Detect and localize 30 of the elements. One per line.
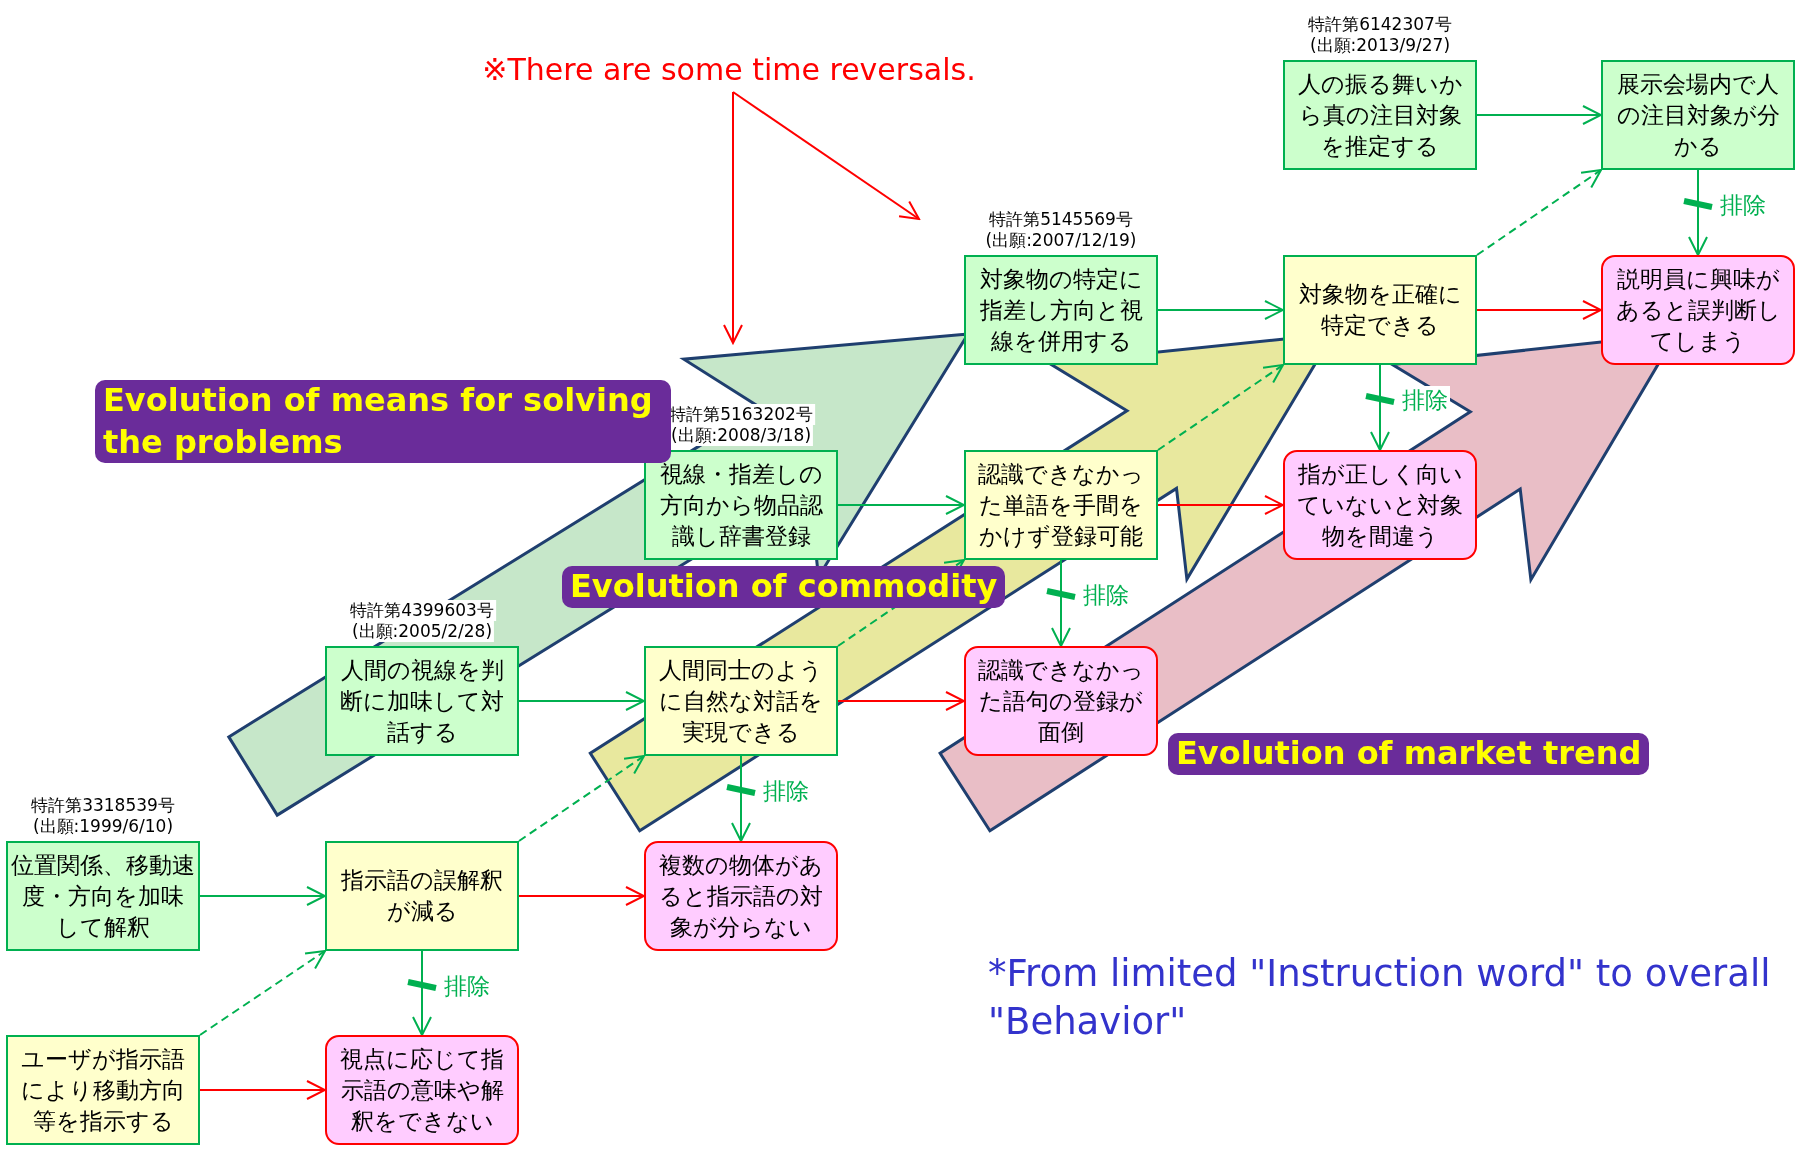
problem-box: 指が正しく向いていないと対象物を間違う — [1283, 450, 1477, 560]
effect-box: 人間同士のように自然な対話を実現できる — [644, 646, 838, 756]
solution-box: 人間の視線を判断に加味して対話する — [325, 646, 519, 756]
effect-box: ユーザが指示語により移動方向等を指示する — [6, 1035, 200, 1145]
problem-box: 認識できなかった語句の登録が面倒 — [964, 646, 1158, 756]
note-text: ※There are some time reversals. — [469, 48, 989, 92]
solution-box: 展示会場内で人の注目対象が分かる — [1601, 60, 1795, 170]
arrow-caption: Evolution of market trend — [1168, 733, 1650, 775]
note-text: *From limited "Instruction word" to overall "Behavior" — [988, 951, 1772, 1046]
problem-box: 視点に応じて指示語の意味や解釈をできない — [325, 1035, 519, 1145]
solution-box: 位置関係、移動速度・方向を加味して解釈 — [6, 841, 200, 951]
effect-box: 指示語の誤解釈が減る — [325, 841, 519, 951]
effect-box: 認識できなかった単語を手間をかけず登録可能 — [964, 450, 1158, 560]
edge-label: 排除 — [442, 972, 492, 1000]
arrow-caption: Evolution of means for solving the problems — [95, 380, 671, 464]
patent-number: 特許第6142307号 — [1306, 14, 1454, 35]
edge-label: 排除 — [1718, 191, 1768, 219]
solution-box: 対象物の特定に指差し方向と視線を併用する — [964, 255, 1158, 365]
solution-box: 視線・指差しの方向から物品認識し辞書登録 — [644, 450, 838, 560]
patent-number: 特許第5145569号 — [987, 209, 1135, 230]
solution-box: 人の振る舞いから真の注目対象を推定する — [1283, 60, 1477, 170]
patent-number: 特許第3318539号 — [29, 795, 177, 816]
problem-box: 説明員に興味があると誤判断してしまう — [1601, 255, 1795, 365]
arrow-caption: Evolution of commodity — [562, 566, 1006, 608]
patent-number: 特許第4399603号 — [348, 600, 496, 621]
effect-box: 対象物を正確に特定できる — [1283, 255, 1477, 365]
edge-label: 排除 — [1081, 581, 1131, 609]
problem-box: 複数の物体があると指示語の対象が分らない — [644, 841, 838, 951]
edge-label: 排除 — [761, 777, 811, 805]
edge-label: 排除 — [1400, 386, 1450, 414]
